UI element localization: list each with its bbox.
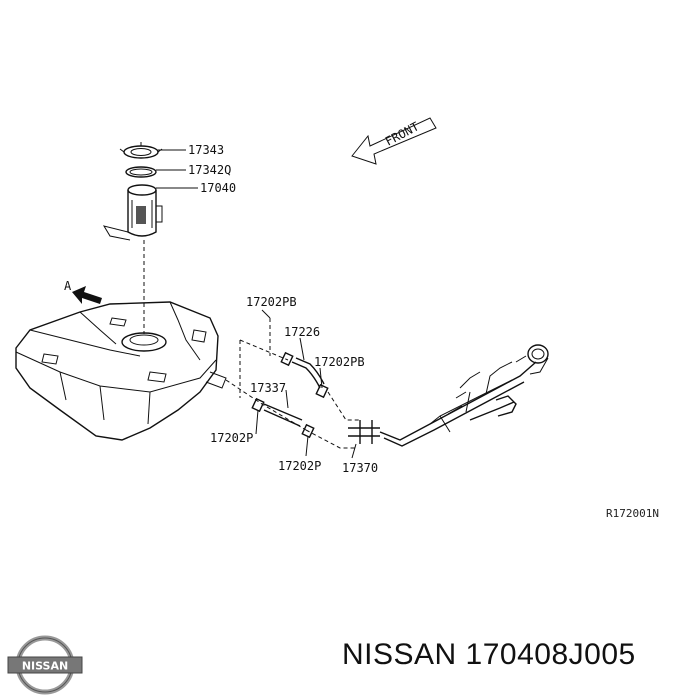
pump-leaders	[156, 149, 198, 189]
part-label-17202pb-top: 17202PB	[246, 295, 297, 309]
hose-leaders	[255, 309, 357, 459]
nissan-logo: NISSAN	[7, 635, 83, 695]
part-label-17202pb-mid: 17202PB	[314, 355, 365, 369]
part-label-17226: 17226	[284, 325, 320, 339]
view-a-label: A	[64, 279, 72, 293]
fuel-tank-part	[15, 301, 227, 441]
lock-ring-part	[119, 142, 163, 159]
product-title: NISSAN 170408J005	[342, 638, 636, 671]
part-label-17202p-left: 17202P	[210, 431, 253, 445]
diagram-ref-code: R172001N	[606, 507, 659, 520]
part-label-17040: 17040	[200, 181, 236, 195]
front-arrow-icon	[351, 117, 437, 165]
part-label-17202p-bottom: 17202P	[278, 459, 321, 473]
seal-ring-part	[125, 166, 157, 178]
svg-text:NISSAN: NISSAN	[22, 660, 68, 673]
fuel-filler-tubes	[379, 344, 549, 447]
part-label-17370: 17370	[342, 461, 378, 475]
view-a-arrow-icon	[72, 286, 102, 304]
front-label: FRONT	[383, 119, 421, 148]
part-label-17342q: 17342Q	[188, 163, 231, 177]
part-label-17337: 17337	[250, 381, 286, 395]
hose-install-guides	[225, 318, 360, 449]
part-label-17343: 17343	[188, 143, 224, 157]
hose-clips	[251, 351, 380, 444]
fuel-pump-part	[102, 184, 163, 241]
